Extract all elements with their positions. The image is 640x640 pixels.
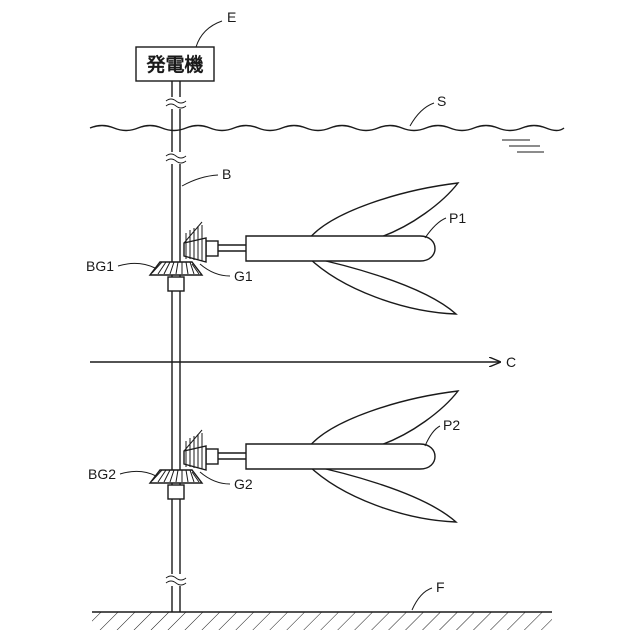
leader-e <box>196 21 222 47</box>
leader-bg1 <box>118 263 155 268</box>
label-b: B <box>222 166 231 182</box>
label-p2: P2 <box>443 417 460 433</box>
label-e: E <box>227 9 236 25</box>
seabed <box>92 612 552 630</box>
generator-box: 発電機 <box>136 47 214 81</box>
bevel-gear-bg1 <box>150 262 202 291</box>
leader-s <box>410 103 434 126</box>
leader-bg2 <box>120 471 156 476</box>
leader-g1 <box>200 264 230 276</box>
leader-b <box>182 175 218 186</box>
label-bg1: BG1 <box>86 258 114 274</box>
generator-label: 発電機 <box>145 53 203 76</box>
gear-g2 <box>184 430 218 470</box>
label-s: S <box>437 93 446 109</box>
label-g1: G1 <box>234 268 253 284</box>
label-g2: G2 <box>234 476 253 492</box>
break-mark-upper <box>166 152 186 164</box>
leader-f <box>412 588 432 610</box>
break-mark-bottom <box>166 574 186 586</box>
gear-g1 <box>184 222 218 262</box>
break-mark-top <box>166 97 186 109</box>
bevel-gear-bg2 <box>150 470 202 499</box>
label-bg2: BG2 <box>88 466 116 482</box>
upper-assembly <box>150 183 458 314</box>
water-ripples <box>502 140 544 152</box>
leader-g2 <box>200 472 230 484</box>
propeller-p1 <box>218 183 458 314</box>
label-p1: P1 <box>449 210 466 226</box>
water-surface <box>90 126 564 131</box>
label-c: C <box>506 354 516 370</box>
propeller-p2 <box>218 391 458 522</box>
lower-assembly <box>150 391 458 522</box>
leader-p1 <box>425 218 446 238</box>
leader-p2 <box>425 426 440 446</box>
label-f: F <box>436 579 445 595</box>
